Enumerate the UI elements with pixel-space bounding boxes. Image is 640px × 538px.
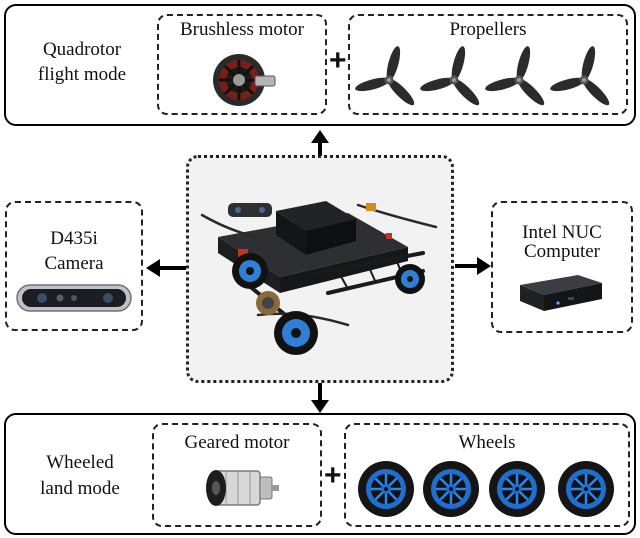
- flight-mode-label-line2: flight mode: [37, 64, 127, 85]
- wheels-label: Wheels: [458, 432, 516, 453]
- arrow-right-icon: [455, 257, 491, 275]
- arrow-left-icon: [146, 259, 186, 277]
- camera-label-line1: D435i: [50, 228, 98, 249]
- intel-nuc-image: [520, 275, 602, 311]
- computer-box: [491, 201, 633, 333]
- land-mode-label-line1: Wheeled: [46, 452, 114, 473]
- flight-mode-label-line1: Quadrotor: [42, 39, 122, 60]
- flight-plus-sign: +: [329, 44, 347, 77]
- computer-label-line2: Computer: [524, 241, 600, 262]
- wheels-image: [356, 459, 616, 519]
- arrow-up-icon: [311, 130, 329, 156]
- land-plus-sign: +: [324, 459, 342, 492]
- propellers-label: Propellers: [449, 19, 527, 40]
- camera-label-line2: Camera: [44, 253, 104, 274]
- d435i-camera-image: [16, 284, 132, 312]
- brushless-motor-image: [213, 54, 276, 106]
- propellers-image: [351, 37, 625, 110]
- geared-motor-image: [206, 470, 279, 506]
- land-mode-label-line2: land mode: [40, 478, 120, 499]
- geared-motor-label: Geared motor: [184, 432, 290, 453]
- computer-label-line1: Intel NUC: [522, 222, 602, 243]
- arrow-down-icon: [311, 383, 329, 413]
- hybrid-robot-image: [200, 201, 438, 355]
- brushless-motor-label: Brushless motor: [179, 19, 305, 40]
